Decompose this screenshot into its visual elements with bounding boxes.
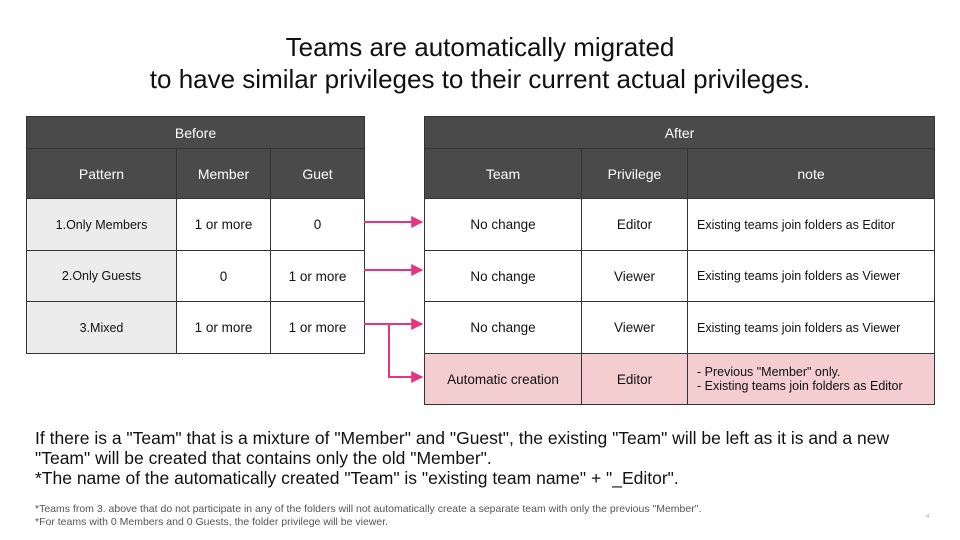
after-caption: After bbox=[423, 116, 936, 149]
footnote-2: *For teams with 0 Members and 0 Guests, … bbox=[35, 515, 389, 528]
footnotes: *Teams from 3. above that do not partici… bbox=[35, 503, 701, 528]
note-cell: Existing teams join folders as Viewer bbox=[686, 301, 936, 354]
explanation-text: If there is a "Team" that is a mixture o… bbox=[35, 428, 935, 488]
after-header-team: Team bbox=[424, 148, 582, 199]
privilege-cell: Editor bbox=[581, 198, 688, 251]
slide-title-line-2: to have similar privileges to their curr… bbox=[149, 64, 811, 94]
privilege-cell: Viewer bbox=[581, 250, 688, 302]
note-cell: Existing teams join folders as Viewer bbox=[686, 250, 936, 302]
table-row: No change Viewer Existing teams join fol… bbox=[424, 250, 936, 302]
member-cell: 1 or more bbox=[176, 198, 271, 251]
privilege-cell: Viewer bbox=[581, 301, 688, 354]
table-row: 2.Only Guests 0 1 or more bbox=[26, 250, 366, 302]
note-line: - Existing teams join folders as Editor bbox=[697, 379, 903, 393]
member-cell: 1 or more bbox=[176, 301, 271, 354]
before-header-member: Member bbox=[176, 148, 271, 199]
note-cell: Existing teams join folders as Editor bbox=[686, 198, 936, 251]
note-line: - Previous "Member" only. bbox=[697, 365, 841, 379]
arrow-row-3-branch bbox=[388, 324, 424, 383]
note-line: Existing teams join folders as Editor bbox=[697, 217, 896, 232]
team-cell: No change bbox=[424, 198, 582, 251]
before-header-guest: Guet bbox=[269, 148, 366, 199]
explanation-line-3: *The name of the automatically created "… bbox=[35, 468, 679, 488]
pattern-cell: 2.Only Guests bbox=[26, 250, 177, 302]
slide-title-line-1: Teams are automatically migrated bbox=[285, 32, 675, 62]
table-row: 1.Only Members 1 or more 0 bbox=[26, 198, 366, 251]
explanation-line-2: "Team" will be created that contains onl… bbox=[35, 448, 492, 468]
guest-cell: 0 bbox=[269, 198, 366, 251]
note-line: Existing teams join folders as Viewer bbox=[697, 320, 901, 335]
table-row-highlighted: Automatic creation Editor - Previous "Me… bbox=[424, 353, 936, 405]
page-number: 4 bbox=[926, 514, 930, 520]
guest-cell: 1 or more bbox=[269, 301, 366, 354]
team-cell: No change bbox=[424, 301, 582, 354]
explanation-line-1: If there is a "Team" that is a mixture o… bbox=[35, 428, 890, 448]
after-table: After Team Privilege note No change Edit… bbox=[423, 116, 936, 405]
team-cell: No change bbox=[424, 250, 582, 302]
table-row: No change Editor Existing teams join fol… bbox=[424, 198, 936, 251]
note-line: Existing teams join folders as Viewer bbox=[697, 269, 901, 283]
team-cell: Automatic creation bbox=[424, 353, 582, 405]
note-cell: - Previous "Member" only. - Existing tea… bbox=[686, 353, 936, 405]
table-row: 3.Mixed 1 or more 1 or more bbox=[26, 301, 366, 354]
footnote-1: *Teams from 3. above that do not partici… bbox=[35, 503, 702, 515]
before-table: Before Pattern Member Guet 1.Only Member… bbox=[25, 116, 366, 354]
before-caption: Before bbox=[25, 116, 366, 149]
member-cell: 0 bbox=[176, 250, 271, 302]
pattern-cell: 1.Only Members bbox=[26, 198, 177, 251]
pattern-cell: 3.Mixed bbox=[26, 301, 177, 354]
before-header-pattern: Pattern bbox=[26, 148, 177, 199]
after-header-privilege: Privilege bbox=[581, 148, 688, 199]
table-row: No change Viewer Existing teams join fol… bbox=[424, 301, 936, 354]
privilege-cell: Editor bbox=[581, 353, 688, 405]
guest-cell: 1 or more bbox=[269, 250, 366, 302]
after-header-note: note bbox=[686, 148, 936, 199]
